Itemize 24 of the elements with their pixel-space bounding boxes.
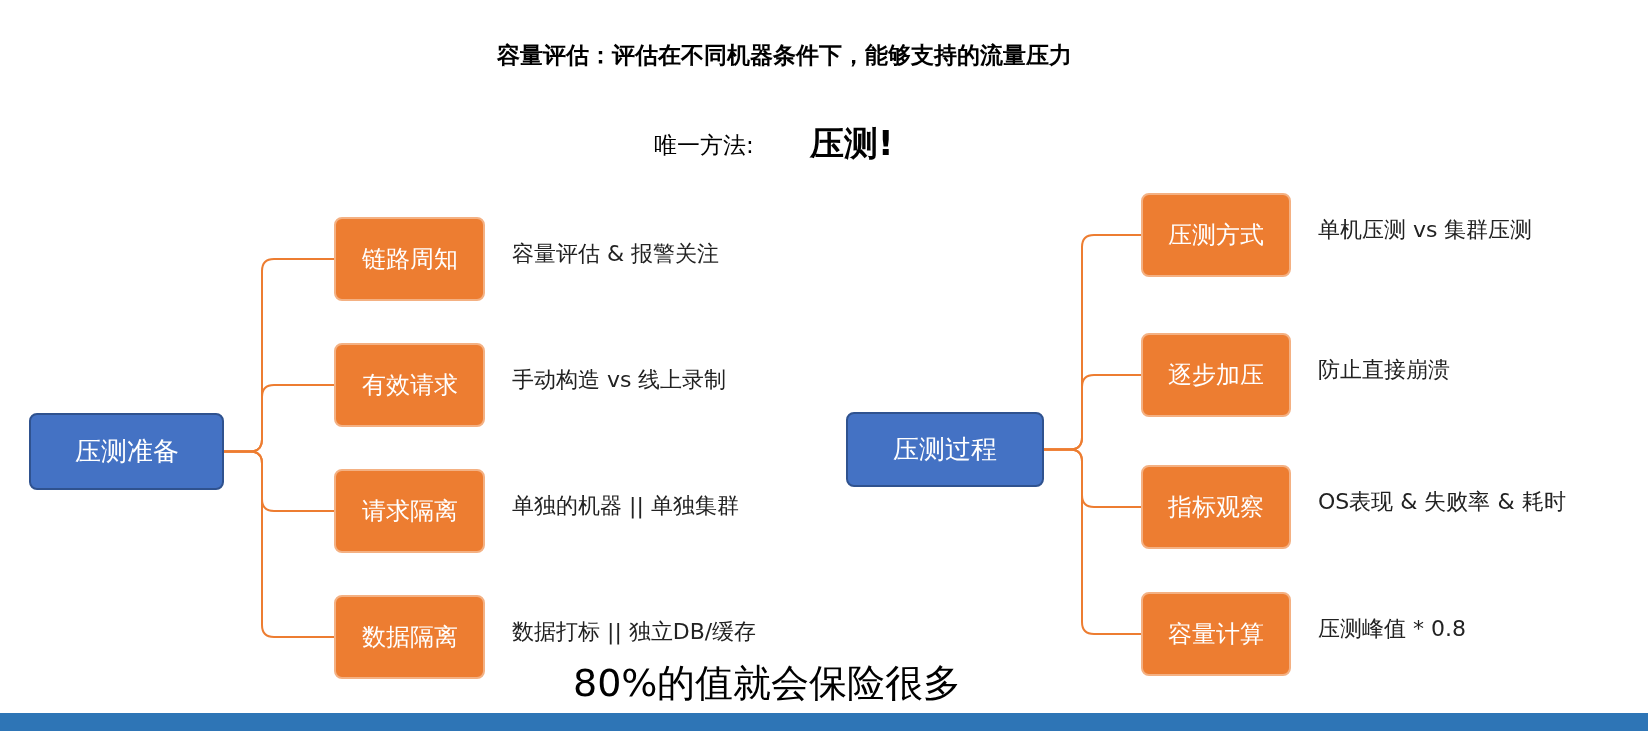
subtitle-caption: 80%的值就会保险很多 — [573, 664, 962, 702]
description-text: 防止直接崩溃 — [1318, 359, 1450, 381]
subtopic-box: 请求隔离 — [334, 469, 485, 553]
subtopic-box: 压测方式 — [1141, 193, 1291, 277]
subtopic-box: 有效请求 — [334, 343, 485, 427]
emphasis-text: 压测! — [810, 122, 894, 165]
subtopic-box: 数据隔离 — [334, 595, 485, 679]
description-text: 压测峰值 * 0.8 — [1318, 618, 1466, 640]
description-text: 单独的机器 || 单独集群 — [512, 495, 739, 517]
subtopic-box: 容量计算 — [1141, 592, 1291, 676]
description-text: 单机压测 vs 集群压测 — [1318, 219, 1533, 241]
topic-box: 压测过程 — [846, 412, 1044, 487]
title: 容量评估：评估在不同机器条件下，能够支持的流量压力 — [495, 41, 1073, 70]
subtopic-box: 指标观察 — [1141, 465, 1291, 549]
description-text: 手动构造 vs 线上录制 — [512, 369, 727, 391]
description-text: OS表现 & 失败率 & 耗时 — [1318, 491, 1566, 513]
subtopic-box: 逐步加压 — [1141, 333, 1291, 417]
subtitle-text: 唯一方法: — [654, 131, 754, 160]
description-text: 数据打标 || 独立DB/缓存 — [512, 621, 757, 643]
topic-box: 压测准备 — [29, 413, 224, 490]
description-text: 容量评估 & 报警关注 — [512, 243, 720, 265]
bracket-connector — [223, 450, 335, 638]
bracket-connector — [1043, 448, 1142, 635]
subtopic-box: 链路周知 — [334, 217, 485, 301]
